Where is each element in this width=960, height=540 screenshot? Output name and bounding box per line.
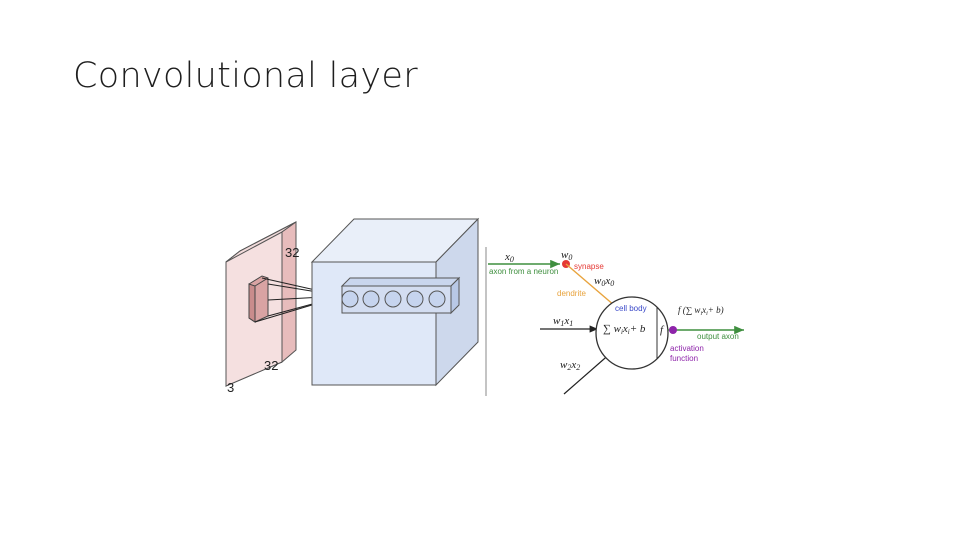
neuron-circle (341, 290, 359, 308)
x0-var: x (504, 251, 510, 263)
svg-text:f (∑ wixi+ b): f (∑ wixi+ b) (678, 305, 724, 317)
axon-from-label: axon from a neuron (489, 267, 558, 276)
cell-body-label: cell body (615, 304, 647, 313)
neuron-model: x0 axon from a neuron w0 synapse w0x0 de… (485, 247, 744, 396)
neuron-circle (362, 290, 380, 308)
synapse-label: synapse (574, 262, 604, 271)
svg-text:x0: x0 (504, 251, 514, 264)
activation-label: activation (670, 344, 704, 353)
height-label: 32 (264, 358, 278, 373)
activation-dot (669, 326, 677, 334)
svg-text:w2x2: w2x2 (560, 359, 580, 372)
neuron-circle (406, 290, 424, 308)
receptive-field (248, 275, 269, 323)
output-axon-label: output axon (697, 332, 739, 341)
w0-sub: 0 (568, 253, 572, 262)
width-label: 32 (285, 245, 299, 260)
svg-text:∑ wixi+ b: ∑ wixi+ b (603, 323, 646, 336)
slide-title: Convolutional layer (73, 56, 418, 96)
neuron-circle (384, 290, 402, 308)
neuron-circle (428, 290, 446, 308)
svg-text:w0x0: w0x0 (594, 275, 614, 288)
function-label: function (670, 354, 698, 363)
dendrite-label: dendrite (557, 289, 586, 298)
neuron-column (340, 276, 461, 315)
activation-f: f (660, 324, 665, 336)
svg-text:w1x1: w1x1 (553, 315, 573, 328)
svg-text:w0: w0 (561, 249, 572, 262)
w0-var: w (561, 249, 569, 261)
x0-sub: 0 (510, 255, 514, 264)
cell-body-circle (595, 296, 669, 370)
input-volume (225, 221, 297, 387)
depth-label: 3 (227, 380, 234, 395)
